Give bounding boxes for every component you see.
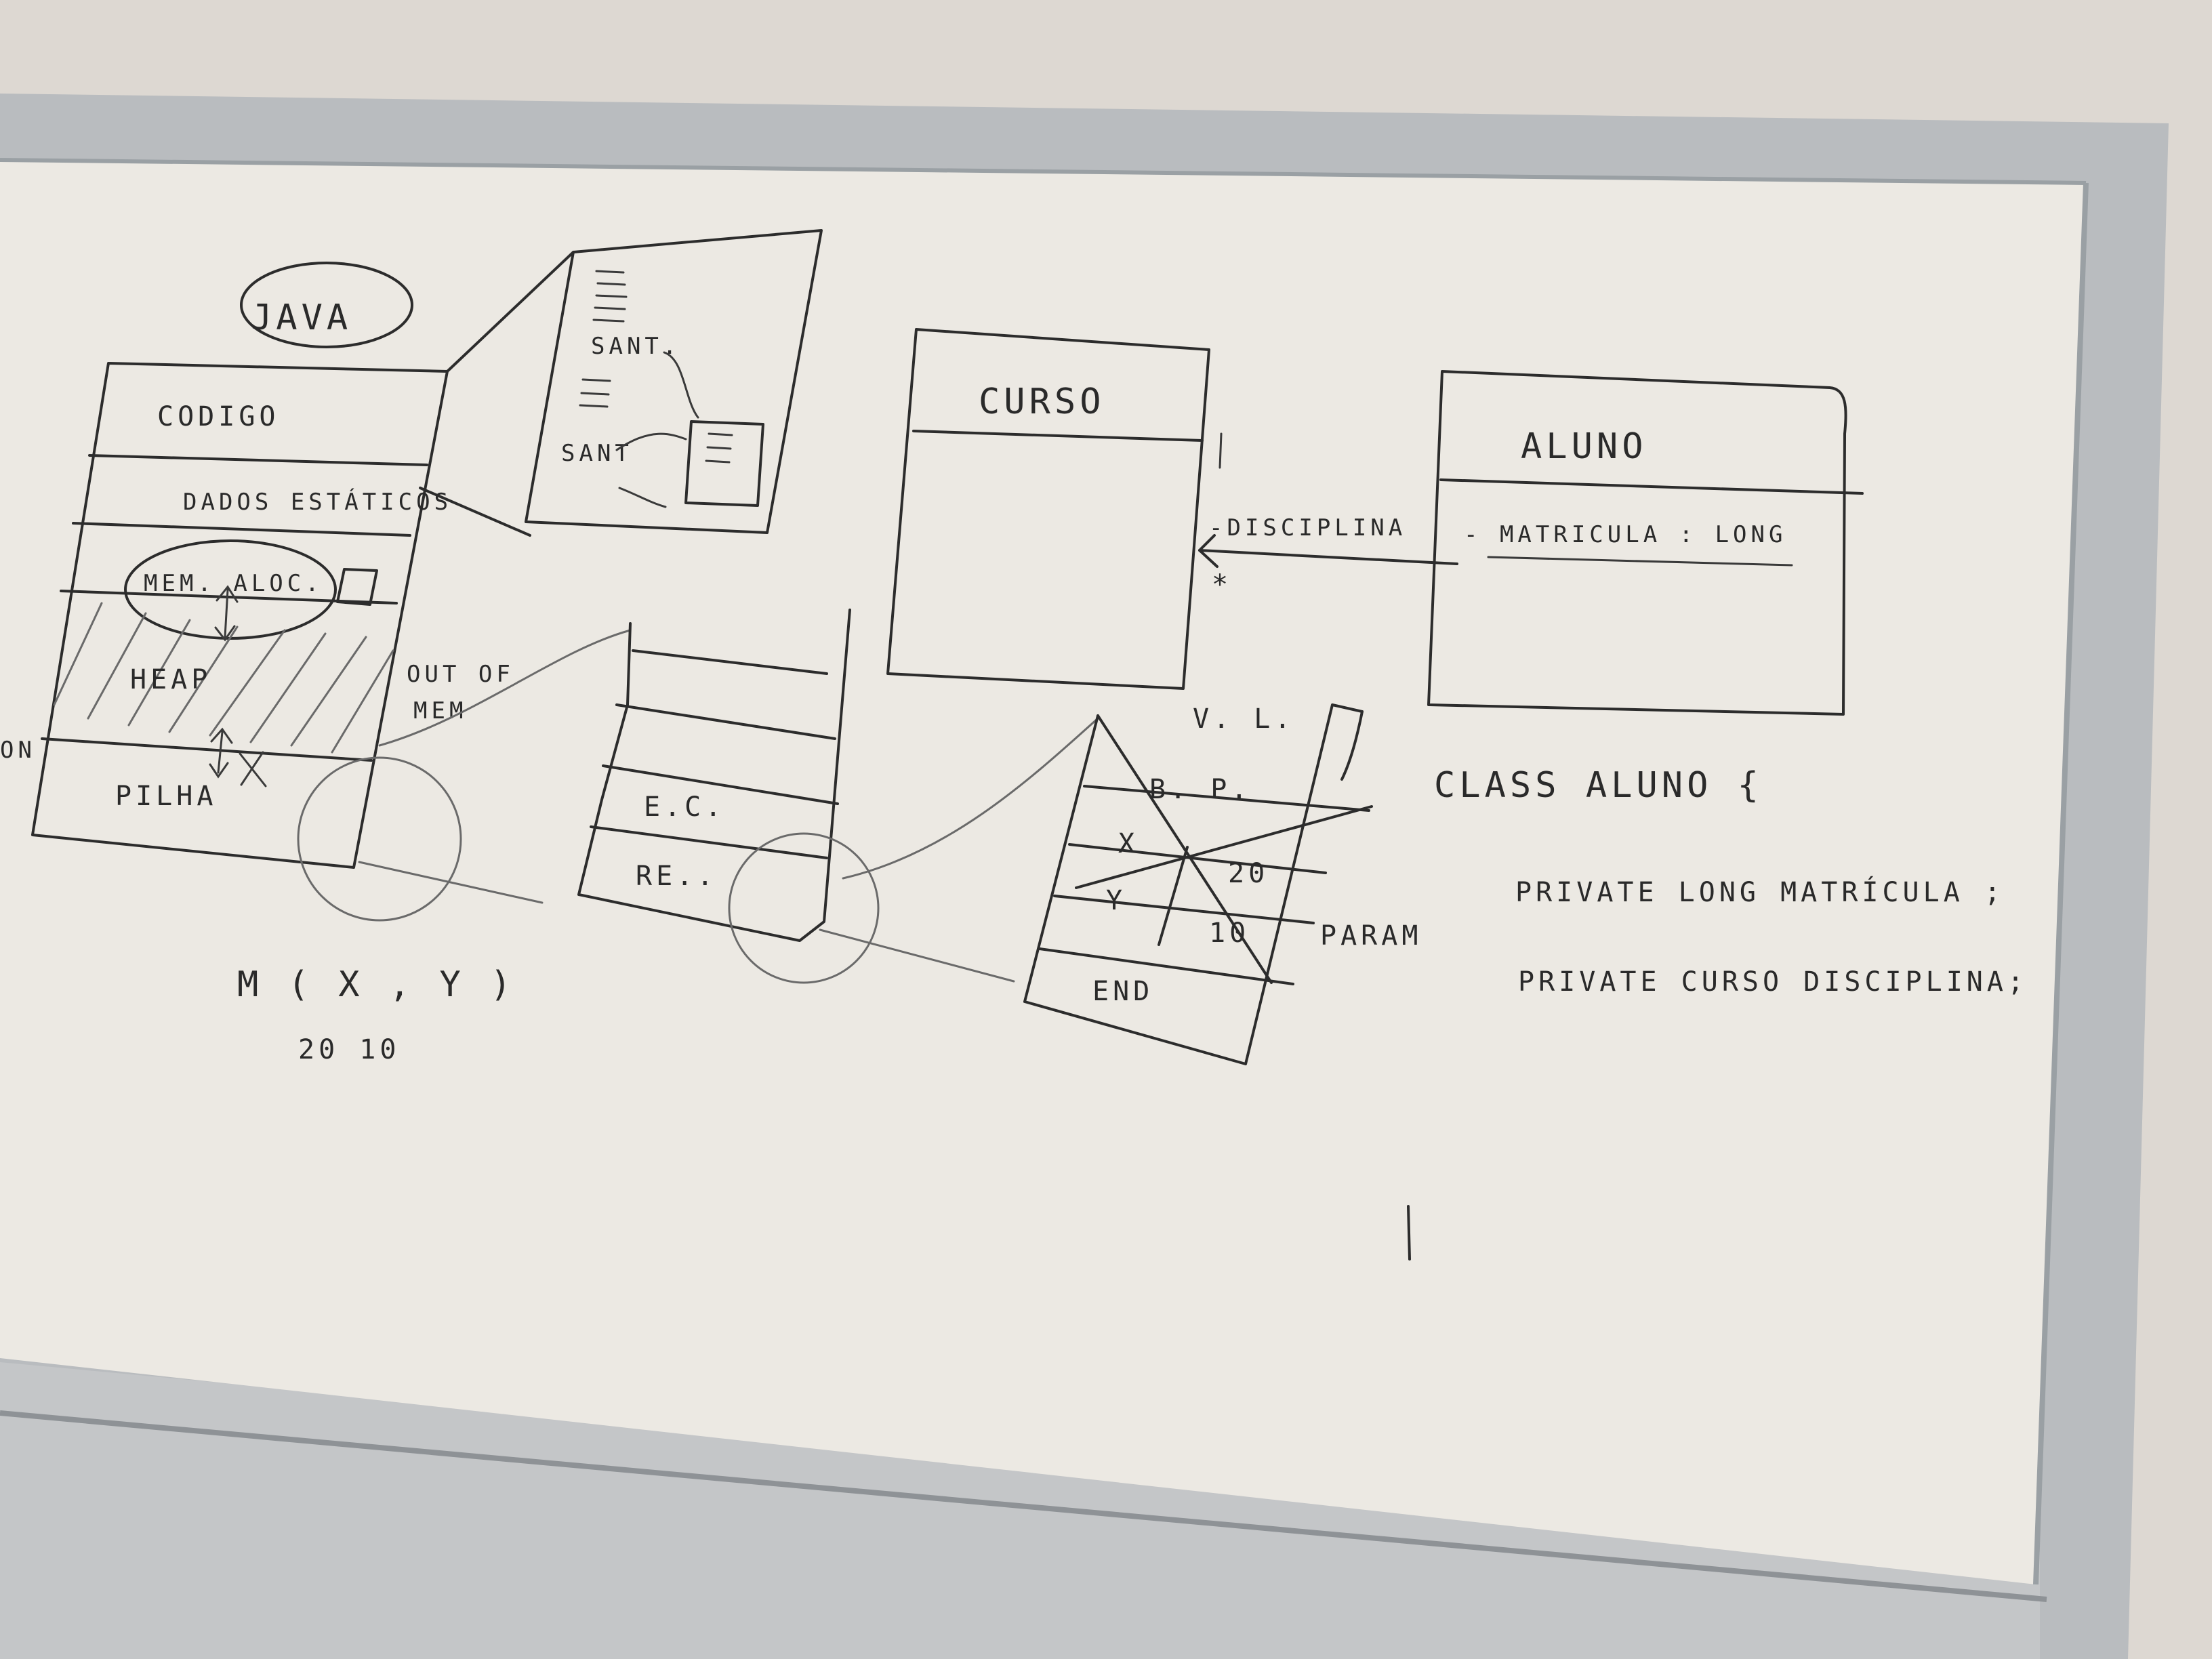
var-divider-3 <box>1053 895 1315 924</box>
codigo-label: CODIGO <box>157 401 280 432</box>
uml-class-aluno: ALUNO - MATRICULA : LONG <box>1427 370 1864 716</box>
zoom-code-lines <box>579 270 733 464</box>
variable-frame: V. L. B. P. X 20 Y 10 END PARAM <box>1023 703 1422 1065</box>
zoom-line-bottom <box>358 861 544 904</box>
curso-divider <box>912 430 1204 442</box>
partial-left-label: ON <box>0 737 36 764</box>
call-args: 20 10 <box>298 1034 400 1065</box>
code-line-2: PRIVATE LONG MATRÍCULA ; <box>1515 876 2005 908</box>
stack-divider-2 <box>615 703 836 740</box>
var-cross-1 <box>1097 714 1273 984</box>
divider-1 <box>88 454 428 466</box>
aluno-box <box>1427 370 1847 716</box>
bp-label: B. P. <box>1149 774 1251 805</box>
end-label: END <box>1092 976 1153 1007</box>
dados-estaticos-label: DADOS ESTÁTICOS <box>183 488 452 516</box>
stack-divider-4 <box>590 825 828 859</box>
var-frame-tail <box>1340 710 1364 781</box>
stack-frame-outline <box>577 609 851 942</box>
heap-pilha-arrow <box>209 727 267 787</box>
mem-aloc-label: MEM. ALOC. <box>144 570 323 597</box>
code-line-3: PRIVATE CURSO DISCIPLINA; <box>1518 966 2028 998</box>
var-divider-2 <box>1068 843 1327 874</box>
aluno-divider <box>1439 478 1864 495</box>
association-arrowhead <box>1198 534 1218 568</box>
x-label: X <box>1118 828 1139 859</box>
var-cross-2 <box>1075 805 1373 889</box>
y-label: Y <box>1106 885 1126 916</box>
code-line-1: CLASS ALUNO { <box>1434 765 1763 806</box>
uml-class-curso: CURSO -DISCIPLINA * <box>886 328 1458 690</box>
vl-label: V. L. <box>1193 703 1294 735</box>
association-label: -DISCIPLINA <box>1209 514 1406 541</box>
java-title: JAVA <box>251 298 352 338</box>
ec-label: E.C. <box>644 792 725 823</box>
code-block: CLASS ALUNO { PRIVATE LONG MATRÍCULA ; P… <box>1434 765 2028 998</box>
var-frame-outline <box>1023 703 1364 1065</box>
divider-2 <box>72 522 411 537</box>
zoom-circle-1 <box>297 756 462 922</box>
stack-divider-3 <box>602 764 839 805</box>
twenty-label: 20 <box>1228 858 1269 889</box>
mem-aloc-small-box <box>336 568 378 606</box>
curso-tick <box>1218 432 1223 469</box>
aluno-attribute-underline <box>1487 556 1793 567</box>
zoom-connector-bottom <box>419 487 531 537</box>
call-label: M ( X , Y ) <box>237 964 515 1005</box>
heap-hatching <box>53 602 394 754</box>
zoom-circle-2 <box>728 832 880 984</box>
aluno-name: ALUNO <box>1521 426 1647 467</box>
frame-zoom-lines <box>819 717 1099 983</box>
board-frame-bottom-rail <box>0 1362 2040 1659</box>
multiplicity: * <box>1212 569 1232 600</box>
association-line <box>1198 549 1458 565</box>
pilha-label: PILHA <box>115 781 217 812</box>
frame-edge-line <box>0 1410 2047 1602</box>
stray-mark <box>1407 1205 1411 1261</box>
re-label: RE.. <box>636 861 717 892</box>
zoom-arrow <box>663 351 699 419</box>
surface-right-edge <box>2033 182 2089 1585</box>
zoom-arrow-2 <box>615 432 687 508</box>
heap-to-frame-connector <box>378 629 632 747</box>
surface-top-edge <box>0 158 2087 185</box>
memory-diagram: JAVA CODIGO DADOS ESTÁTICOS MEM. ALOC. H… <box>0 229 823 1065</box>
param-label: PARAM <box>1320 920 1422 951</box>
divider-4 <box>41 737 373 762</box>
var-divider-4 <box>1038 947 1294 985</box>
zoom-label-1: SANT. <box>591 333 680 360</box>
java-oval <box>240 262 413 348</box>
out-of-mem-line-1: OUT OF <box>407 661 514 688</box>
zoom-label-2: SANT <box>561 440 633 467</box>
aluno-attribute: - MATRICULA : LONG <box>1464 521 1786 548</box>
stack-divider-1 <box>632 649 828 675</box>
zoom-panel <box>525 229 823 534</box>
memory-box <box>31 362 449 869</box>
board-surface <box>0 160 2086 1584</box>
zoom-connector-top <box>446 251 575 373</box>
var-column-divider <box>1158 846 1189 946</box>
curso-name: CURSO <box>979 382 1105 422</box>
mem-aloc-arrow <box>214 585 239 642</box>
heap-label: HEAP <box>130 664 211 695</box>
out-of-mem-line-2: MEM <box>413 697 467 724</box>
ten-label: 10 <box>1209 918 1250 949</box>
stack-frame: E.C. RE.. <box>577 609 1099 984</box>
var-divider-1 <box>1083 785 1370 812</box>
curso-box <box>886 328 1210 690</box>
zoom-inner-box <box>684 420 764 507</box>
